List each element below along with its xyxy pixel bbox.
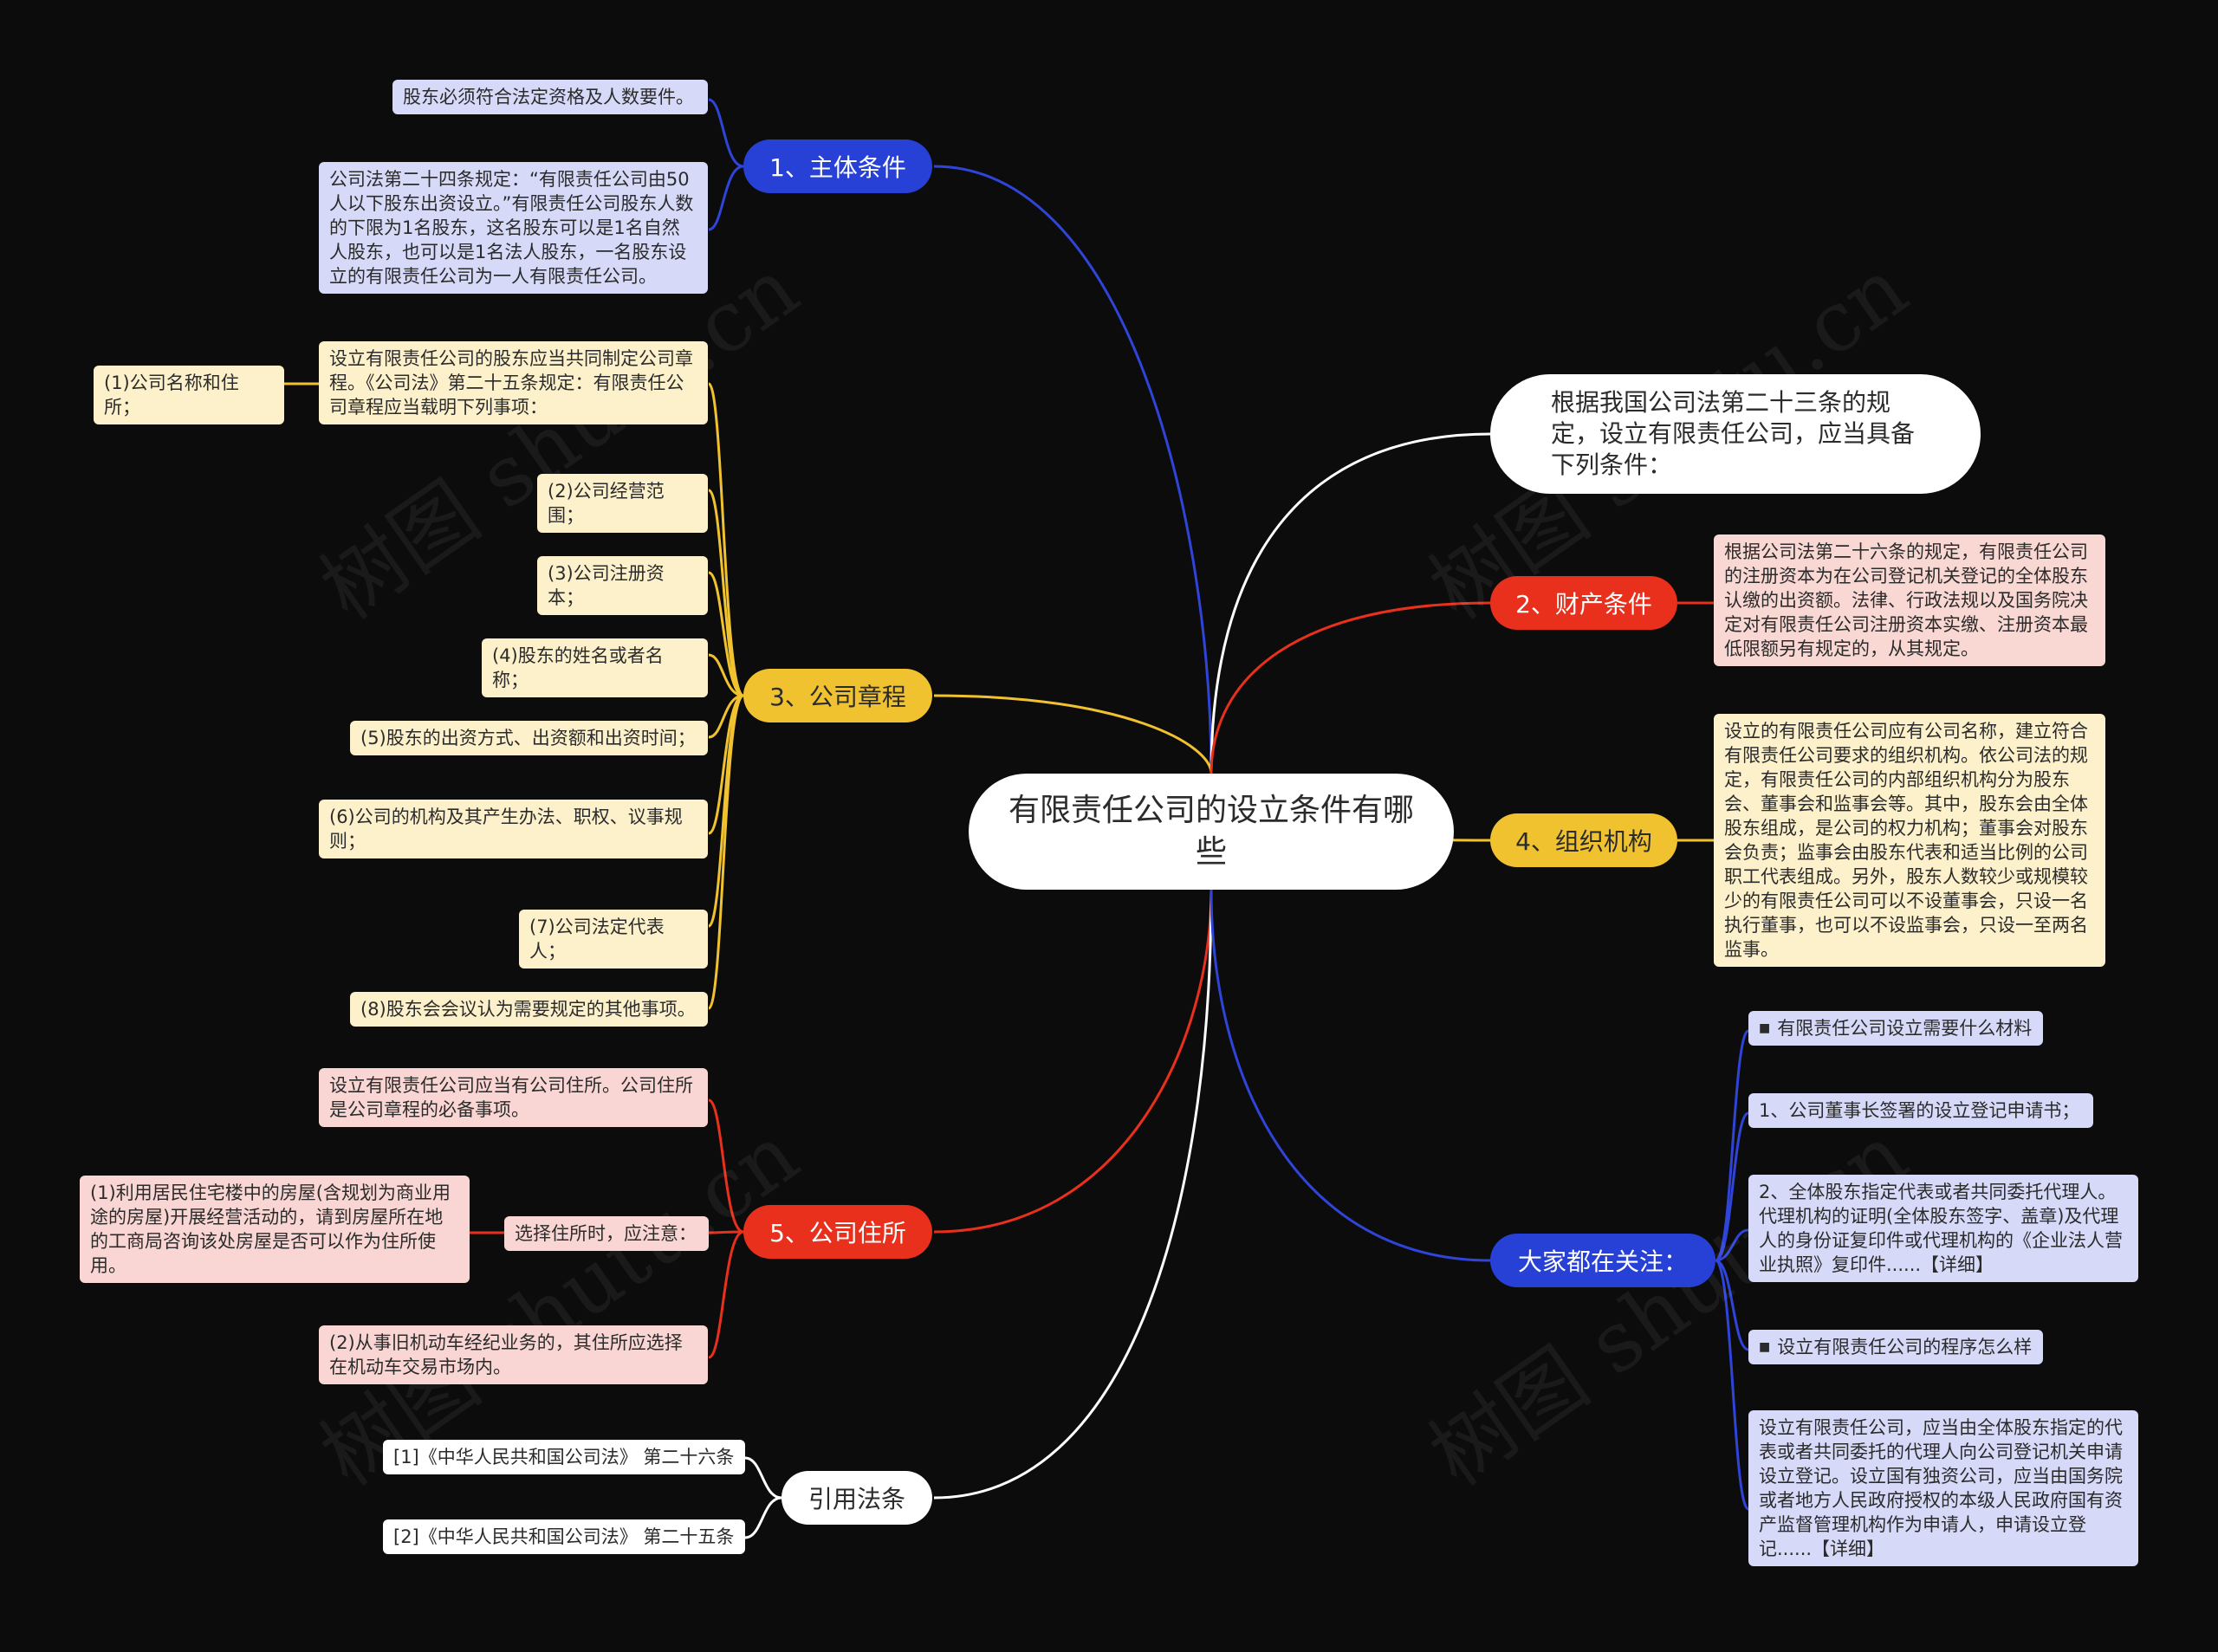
link-center-b5 [933, 889, 1213, 1234]
leaf-focus-5[interactable]: 设立有限责任公司，应当由全体股东指定的代表或者共同委托的代理人向公司登记机关申请… [1748, 1410, 2138, 1566]
link-focus-leaves [1714, 1029, 1750, 1511]
branch-company-charter[interactable]: 3、公司章程 [743, 669, 932, 722]
bullet-icon [1759, 1018, 1777, 1039]
link-b3-leaves [284, 382, 745, 1010]
branch-focus[interactable]: 大家都在关注： [1490, 1234, 1715, 1287]
focus-link-text[interactable]: 有限责任公司设立需要什么材料 [1777, 1018, 2033, 1039]
leaf-focus-2[interactable]: 1、公司董事长签署的设立登记申请书； [1748, 1093, 2093, 1128]
leaf-b2-1[interactable]: 根据公司法第二十六条的规定，有限责任公司的注册资本为在公司登记机关登记的全体股东… [1714, 534, 2105, 666]
link-center-b2 [1210, 601, 1491, 774]
leaf-law-1[interactable]: [1]《中华人民共和国公司法》 第二十六条 [383, 1440, 745, 1474]
leaf-b3-4[interactable]: (4)股东的姓名或者名称； [482, 638, 708, 697]
focus-link-text[interactable]: 设立有限责任公司的程序怎么样 [1777, 1337, 2033, 1357]
leaf-b3-5[interactable]: (5)股东的出资方式、出资额和出资时间； [350, 721, 708, 755]
leaf-law-2[interactable]: [2]《中华人民共和国公司法》 第二十五条 [383, 1519, 745, 1554]
leaf-b3-7[interactable]: (7)公司法定代表人； [519, 910, 708, 969]
leaf-b1-1[interactable]: 股东必须符合法定资格及人数要件。 [392, 80, 708, 114]
bullet-icon [1759, 1337, 1777, 1357]
leaf-b1-2[interactable]: 公司法第二十四条规定：“有限责任公司由50人以下股东出资设立。”有限责任公司股东… [319, 162, 708, 294]
leaf-b4-1[interactable]: 设立的有限责任公司应有公司名称，建立符合有限责任公司要求的组织机构。依公司法的规… [1714, 714, 2105, 967]
link-center-law [933, 889, 1213, 1500]
leaf-b3-sub-1[interactable]: (1)公司名称和住所； [94, 366, 284, 424]
link-b1-leaves [708, 98, 744, 231]
link-law-leaves [744, 1456, 782, 1539]
branch-organization[interactable]: 4、组织机构 [1490, 813, 1677, 867]
leaf-b5-3[interactable]: (2)从事旧机动车经纪业务的，其住所应选择在机动车交易市场内。 [319, 1325, 708, 1384]
intro-node[interactable]: 根据我国公司法第二十三条的规定，设立有限责任公司，应当具备下列条件： [1490, 374, 1981, 494]
branch-cited-laws[interactable]: 引用法条 [781, 1471, 932, 1525]
leaf-b5-sub-1[interactable]: (1)利用居民住宅楼中的房屋(含规划为商业用途的房屋)开展经营活动的，请到房屋所… [80, 1176, 470, 1283]
leaf-focus-3[interactable]: 2、全体股东指定代表或者共同委托代理人。代理机构的证明(全体股东签字、盖章)及代… [1748, 1175, 2138, 1282]
link-center-b1 [933, 165, 1213, 774]
link-center-intro [1210, 432, 1491, 774]
leaf-b5-1[interactable]: 设立有限责任公司应当有公司住所。公司住所是公司章程的必备事项。 [319, 1068, 708, 1127]
central-topic[interactable]: 有限责任公司的设立条件有哪些 [969, 774, 1454, 890]
branch-property-conditions[interactable]: 2、财产条件 [1490, 576, 1677, 630]
link-center-focus [1210, 889, 1491, 1262]
leaf-focus-1[interactable]: 有限责任公司设立需要什么材料 [1748, 1011, 2043, 1046]
leaf-b3-8[interactable]: (8)股东会会议认为需要规定的其他事项。 [350, 992, 708, 1027]
branch-subject-conditions[interactable]: 1、主体条件 [743, 139, 932, 193]
link-b5-leaves [470, 1098, 744, 1359]
leaf-focus-4[interactable]: 设立有限责任公司的程序怎么样 [1748, 1330, 2043, 1364]
leaf-b3-3[interactable]: (3)公司注册资本； [537, 556, 708, 615]
link-center-b3 [933, 694, 1213, 774]
branch-company-domicile[interactable]: 5、公司住所 [743, 1205, 932, 1259]
leaf-b3-charter[interactable]: 设立有限责任公司的股东应当共同制定公司章程。《公司法》第二十五条规定：有限责任公… [319, 341, 708, 424]
leaf-b3-6[interactable]: (6)公司的机构及其产生办法、职权、议事规则； [319, 800, 708, 858]
leaf-b5-choose[interactable]: 选择住所时，应注意： [504, 1216, 709, 1251]
leaf-b3-2[interactable]: (2)公司经营范围； [537, 474, 708, 533]
